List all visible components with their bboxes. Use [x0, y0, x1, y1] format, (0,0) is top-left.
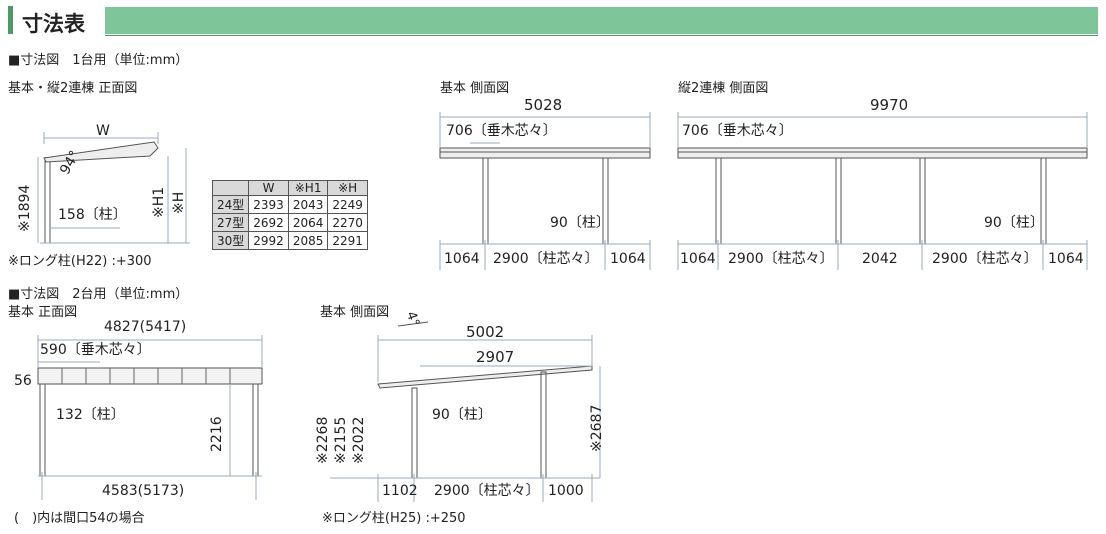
- section2-front-title: 基本 正面図: [8, 305, 78, 320]
- front-post-label: 158〔柱〕: [58, 207, 127, 223]
- front-w-label: W: [96, 123, 110, 139]
- double-total: 9970: [870, 96, 909, 114]
- side2-h2: ※2155: [333, 416, 349, 464]
- spec-header-cell: ※H: [327, 180, 368, 196]
- double-title: 縦2連棟 側面図: [678, 81, 769, 96]
- spec-table-header: W ※H1 ※H: [211, 180, 368, 196]
- front2-height: 2216: [209, 416, 225, 452]
- double-dim: 2042: [862, 251, 898, 267]
- spec-table-row: 30型 2992 2085 2291: [211, 231, 368, 250]
- header-mark: [8, 6, 13, 34]
- header-rule: [105, 35, 1098, 36]
- page-title: 寸法表: [22, 12, 85, 36]
- side-rafter: 706〔垂木芯々〕: [446, 123, 557, 139]
- section1-front-title: 基本・縦2連棟 正面図: [8, 81, 138, 96]
- spec-header-cell: W: [248, 180, 289, 196]
- spec-cell: 2085: [287, 231, 329, 250]
- double-dim: 1064: [680, 251, 716, 267]
- section1-title: ■寸法図 1台用（単位:mm）: [8, 53, 189, 68]
- side-post: 90〔柱〕: [550, 215, 610, 231]
- front2-rafter: 590〔垂木芯々〕: [40, 342, 151, 358]
- spec-header-cell: ※H1: [287, 180, 329, 196]
- double-rafter: 706〔垂木芯々〕: [682, 123, 793, 139]
- spec-cell: 2249: [327, 195, 368, 214]
- front2-thickness: 56: [14, 373, 32, 389]
- spec-cell: 2992: [248, 231, 289, 250]
- side-title: 基本 側面図: [440, 81, 510, 96]
- spec-cell: 2043: [287, 195, 329, 214]
- spec-cell: 2064: [287, 213, 329, 232]
- spec-table-row: 27型 2692 2064 2270: [211, 213, 368, 232]
- side-dim: 2900〔柱芯々〕: [493, 251, 599, 267]
- section1-note: ※ロング柱(H22) :+300: [8, 254, 152, 269]
- section2-title: ■寸法図 2台用（単位:mm）: [8, 287, 189, 302]
- side2-h3: ※2022: [351, 416, 367, 464]
- header-bar: [105, 7, 1098, 34]
- side2-h1: ※2268: [315, 416, 331, 464]
- front-h1-label: ※H1: [151, 186, 167, 218]
- front-height-label: ※1894: [17, 184, 33, 232]
- double-dim: 2900〔柱芯々〕: [728, 251, 834, 267]
- spec-cell: 27型: [211, 213, 250, 232]
- side-total: 5028: [524, 96, 563, 114]
- side-dim: 1064: [444, 251, 480, 267]
- spec-header-cell: [211, 180, 250, 196]
- spec-cell: 2291: [327, 231, 368, 250]
- side-dim: 1064: [610, 251, 646, 267]
- double-post: 90〔柱〕: [984, 215, 1044, 231]
- side2-title: 基本 側面図: [320, 305, 390, 320]
- spec-cell: 30型: [211, 231, 250, 250]
- double-dim: 2900〔柱芯々〕: [932, 251, 1038, 267]
- front2-post: 132〔柱〕: [56, 407, 125, 423]
- side2-dim: 1102: [382, 483, 418, 499]
- side2-post: 90〔柱〕: [432, 407, 492, 423]
- spec-cell: 2393: [248, 195, 289, 214]
- spec-table: W ※H1 ※H 24型 2393 2043 2249 27型 2692 206…: [211, 180, 368, 250]
- spec-cell: 2270: [327, 213, 368, 232]
- side2-dim: 2900〔柱芯々〕: [434, 483, 540, 499]
- section2-note2: ※ロング柱(H25) :+250: [322, 511, 466, 526]
- side2-dim: 1000: [548, 483, 584, 499]
- spec-cell: 2692: [248, 213, 289, 232]
- side2-span: 2907: [476, 348, 515, 366]
- spec-cell: 24型: [211, 195, 250, 214]
- front2-bottom: 4583(5173): [102, 483, 185, 499]
- spec-table-row: 24型 2393 2043 2249: [211, 195, 368, 214]
- front2-total: 4827(5417): [104, 319, 187, 335]
- side2-total: 5002: [466, 323, 505, 341]
- double-dim: 1064: [1048, 251, 1084, 267]
- section2-note: ( )内は間口54の場合: [14, 511, 145, 526]
- side2-h-right: ※2687: [589, 404, 605, 452]
- front-h-label: ※H: [171, 191, 187, 214]
